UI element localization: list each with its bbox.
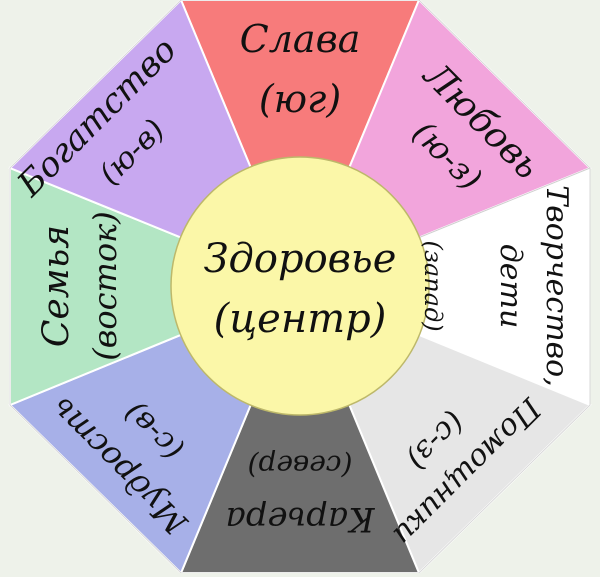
label-west-line3: (запад) <box>419 240 447 331</box>
label-east-line1: Семья <box>36 225 77 347</box>
label-west-line2: дети <box>493 244 528 329</box>
label-south-line2: (юг) <box>259 77 341 121</box>
label-north-line1: Карьера <box>225 499 375 539</box>
center-label-line1: Здоровье <box>204 236 397 282</box>
label-north: Карьера (север) <box>225 449 375 539</box>
center-circle <box>170 156 430 416</box>
label-east: Семья (восток) <box>36 211 124 361</box>
label-west-line1: Творчество, <box>539 185 574 386</box>
center-label-line2: (центр) <box>214 296 387 342</box>
label-west: Творчество, дети (запад) <box>419 185 574 386</box>
label-south-line1: Слава <box>240 17 361 61</box>
label-south: Слава (юг) <box>240 17 361 121</box>
label-north-line2: (север) <box>248 449 353 482</box>
label-east-line2: (восток) <box>86 211 124 361</box>
